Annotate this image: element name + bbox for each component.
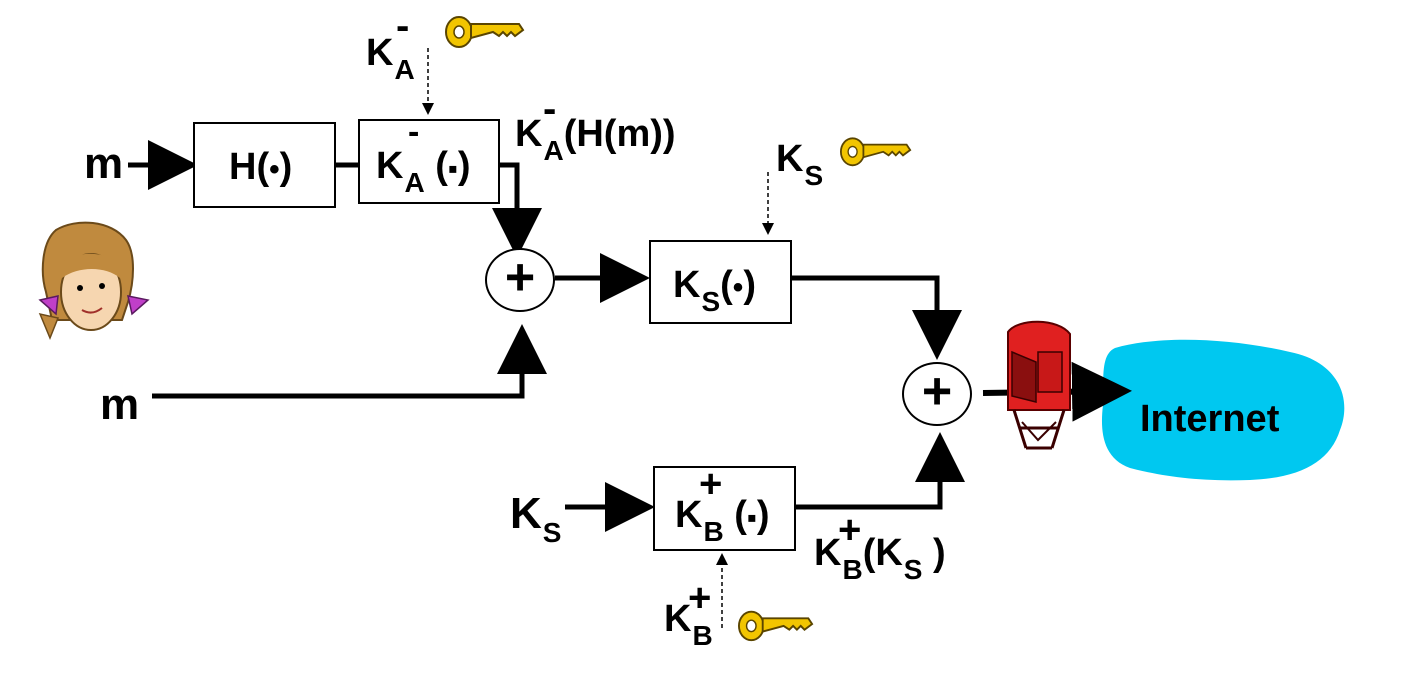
pub-encrypt-dot: ▪ xyxy=(746,502,757,533)
pub-encrypt-key-sub: B xyxy=(703,516,724,547)
sym-encrypt-open: ( xyxy=(720,264,733,306)
sign-box-open: ( xyxy=(435,145,448,187)
key-s-top-base: K xyxy=(776,138,804,180)
sym-to-combiner-arrow xyxy=(792,275,962,360)
encrypted-key-sub: B xyxy=(842,554,863,585)
sign-box: KA - (▪) xyxy=(358,115,500,204)
sym-encrypt-dot: • xyxy=(732,271,744,304)
key-s-left-base: K xyxy=(510,489,542,538)
pub-encrypt-box: KB + (▪) xyxy=(653,462,796,551)
sign-box-key: K xyxy=(376,145,404,187)
pub-encrypt-close: ) xyxy=(756,494,770,536)
encrypted-key-sup: + xyxy=(838,508,862,552)
hash-box: H(•) xyxy=(193,122,336,208)
sign-box-key-sub: A xyxy=(404,167,425,198)
sign-box-dot: ▪ xyxy=(447,153,458,184)
sym-encrypt-key: K xyxy=(673,264,701,306)
signed-hash-sub: A xyxy=(543,135,564,166)
signed-hash-label: KA(H(m)) - xyxy=(515,89,676,165)
combiner-second-symbol: + xyxy=(921,362,953,421)
hash-box-dot: • xyxy=(269,153,280,186)
key-s-left-label: KS xyxy=(510,489,561,547)
pub-encrypt-key: K xyxy=(675,494,703,536)
sym-encrypt-box: KS(•) xyxy=(649,240,792,324)
key-a-private-sub: A xyxy=(394,54,415,85)
key-b-public-label: KB + xyxy=(664,578,713,650)
combiner-first-symbol: + xyxy=(504,248,536,307)
key-b-public-base: K xyxy=(664,598,692,640)
sign-box-key-sup: - xyxy=(408,113,420,151)
pub-to-combiner-arrow xyxy=(796,432,965,510)
m-to-combiner-arrow xyxy=(152,324,547,399)
key-icon xyxy=(840,137,912,167)
combiner-second: + xyxy=(902,362,972,426)
pub-encrypt-open: ( xyxy=(734,494,747,536)
m-top-label: m xyxy=(84,139,124,188)
hash-box-label: H( xyxy=(229,146,270,188)
sign-box-close: ) xyxy=(457,145,471,187)
sign-to-combiner-arrow xyxy=(492,162,542,258)
internet-label: Internet xyxy=(1140,398,1280,440)
mailbox-icon xyxy=(1007,320,1071,450)
key-b-public-sup: + xyxy=(688,576,712,620)
key-a-private-label: KA - xyxy=(366,6,415,84)
encrypted-key-label: KB(KS ) + xyxy=(814,510,946,584)
key-b-public-sub: B xyxy=(692,620,713,651)
sym-encrypt-key-sub: S xyxy=(701,286,721,317)
key-s-top-label: KS xyxy=(776,138,823,190)
sym-encrypt-close: ) xyxy=(743,264,756,306)
m-bottom-label: m xyxy=(100,380,140,429)
encrypted-key-base: K xyxy=(814,532,842,574)
key-s-top-sub: S xyxy=(804,160,824,191)
combiner-first: + xyxy=(485,248,555,312)
signed-hash-sup: - xyxy=(543,87,557,131)
internet-cloud-icon xyxy=(1101,339,1345,481)
encrypted-key-open: (K xyxy=(862,532,903,574)
pub-encrypt-key-sup: + xyxy=(699,462,723,506)
encrypted-key-inner-sub: S xyxy=(903,554,923,585)
signed-hash-base: K xyxy=(515,113,543,155)
key-icon xyxy=(738,610,814,642)
key-s-left-sub: S xyxy=(542,517,562,548)
alice-icon xyxy=(38,221,150,340)
key-a-private-base: K xyxy=(366,32,394,74)
encrypted-key-close: ) xyxy=(922,532,946,574)
hash-box-close: ) xyxy=(279,146,293,188)
key-icon xyxy=(445,16,525,48)
signed-hash-rest: (H(m)) xyxy=(563,113,676,155)
key-a-private-sup: - xyxy=(396,4,410,48)
